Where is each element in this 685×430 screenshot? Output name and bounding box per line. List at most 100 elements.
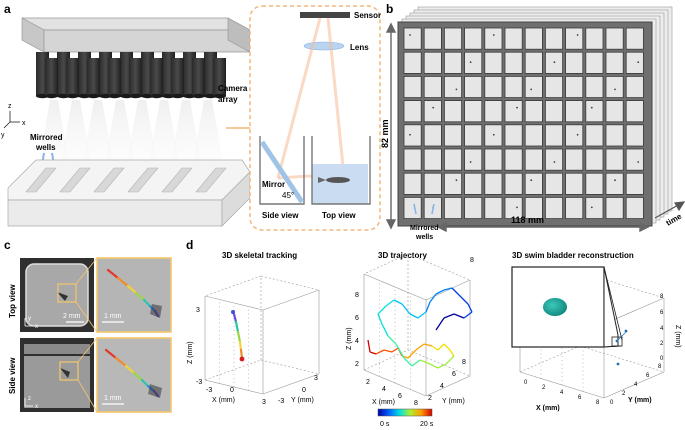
width-label: 118 mm — [511, 215, 544, 225]
lens — [303, 41, 345, 51]
axis-y-label-a: y — [1, 132, 5, 139]
trajectory-segment — [415, 343, 425, 351]
camera-lens — [87, 93, 100, 99]
plot3-ztick-3: 6 — [660, 310, 664, 316]
plot3-ztick-1: 2 — [660, 341, 664, 347]
larva-dot — [492, 133, 495, 136]
skeleton-joint — [234, 320, 238, 324]
plot3-xtick-4: 8 — [596, 400, 600, 406]
skeleton-segment — [115, 357, 127, 367]
well — [423, 76, 442, 99]
well-plate — [7, 159, 251, 227]
axis-z-label-c: z — [28, 396, 31, 402]
plot3-points — [615, 329, 628, 366]
camera-unit — [192, 58, 205, 96]
skeleton-joint — [126, 284, 130, 288]
width-arrow — [436, 221, 650, 233]
trajectory-segment — [391, 347, 399, 353]
skeleton-segment — [107, 269, 119, 279]
axis-edge — [579, 345, 665, 373]
plate-slot — [195, 167, 227, 193]
skeleton-segment — [232, 313, 238, 323]
plot3-ytick-3: 6 — [646, 373, 650, 379]
skeleton-head — [231, 310, 235, 314]
panel-b: b 82 mm 118 mm time Mirrored wells — [380, 2, 685, 241]
trajectory-segment — [443, 343, 451, 351]
well — [605, 172, 624, 195]
larva-dot — [530, 88, 533, 91]
well — [464, 100, 483, 123]
trajectory-segment — [423, 343, 433, 347]
plot2-ylabel: Y (mm) — [442, 398, 465, 405]
well — [464, 51, 483, 74]
trajectory-segment — [367, 339, 371, 353]
mirrored-wells-label-a-2: wells — [35, 143, 56, 152]
trajectory-segment — [429, 363, 439, 369]
well — [423, 172, 442, 195]
top-view-label-a: Top view — [322, 211, 356, 220]
well — [484, 172, 503, 195]
plot3-ztick-0: 0 — [660, 356, 664, 362]
camera-lens — [192, 93, 205, 99]
well — [625, 172, 644, 195]
larva-dot — [455, 88, 458, 91]
larva-dot — [409, 34, 411, 36]
plot1-xtick-0: -3 — [206, 387, 212, 394]
well — [565, 172, 584, 195]
skeleton-top — [106, 268, 162, 318]
scale-label-top-large: 2 mm — [63, 313, 81, 320]
camera-array-label-2: array — [218, 95, 238, 104]
axis-x-label-c-top: x — [35, 324, 38, 330]
trajectory-segment — [417, 311, 427, 319]
plot3-title: 3D swim bladder reconstruction — [512, 251, 634, 260]
trajectory-segment — [401, 303, 411, 315]
plot1-ylabel: Y (mm) — [291, 397, 314, 404]
trajectory-segment — [451, 287, 461, 297]
skeleton-tail — [239, 356, 245, 362]
axis-edge — [425, 279, 471, 301]
well — [524, 148, 543, 171]
well — [443, 76, 462, 99]
plot3-xtick-3: 6 — [578, 395, 582, 401]
axis-edge — [603, 371, 665, 399]
camera-housing — [21, 17, 251, 53]
plot1-ytick-1: 0 — [302, 387, 306, 394]
well — [545, 148, 564, 171]
skeleton-joint — [146, 384, 150, 388]
axis-edge — [260, 359, 320, 375]
well — [423, 148, 442, 171]
plot1-xtick-2: 3 — [262, 399, 266, 406]
well — [443, 124, 462, 147]
axis-x-label-c-side: x — [35, 404, 38, 410]
fish-head — [148, 384, 162, 398]
trajectory-segment — [425, 301, 431, 313]
camera-unit — [171, 58, 184, 96]
skeleton-joint — [148, 304, 152, 308]
well — [403, 76, 422, 99]
trajectory-segment — [435, 289, 445, 295]
plot2-ytick-2: 6 — [452, 371, 456, 378]
well — [504, 196, 523, 219]
fish-head — [150, 304, 162, 318]
plot2-zlabel: Z (mm) — [346, 327, 353, 350]
plot3-xtick-2: 4 — [560, 390, 564, 396]
camera-unit — [129, 58, 142, 96]
larva-dot — [614, 179, 616, 182]
axis-z-label-a: z — [8, 103, 12, 110]
plot3-point — [624, 329, 628, 333]
camera-lens — [171, 93, 184, 99]
light-beam — [82, 100, 114, 168]
sensor — [300, 12, 350, 18]
axis-edge — [204, 275, 262, 297]
panel-label-a: a — [4, 2, 11, 16]
well — [605, 100, 624, 123]
well — [585, 124, 604, 147]
skeleton-segment — [143, 299, 151, 307]
well — [625, 148, 644, 171]
plot3-ytick-4: 8 — [658, 364, 662, 370]
panel-a: a Camera array z x y Mirrored wells — [1, 2, 381, 231]
well — [403, 124, 422, 147]
trajectory-segment — [381, 323, 389, 337]
plot1-skeleton — [231, 310, 245, 362]
side-view-roi — [59, 361, 79, 381]
